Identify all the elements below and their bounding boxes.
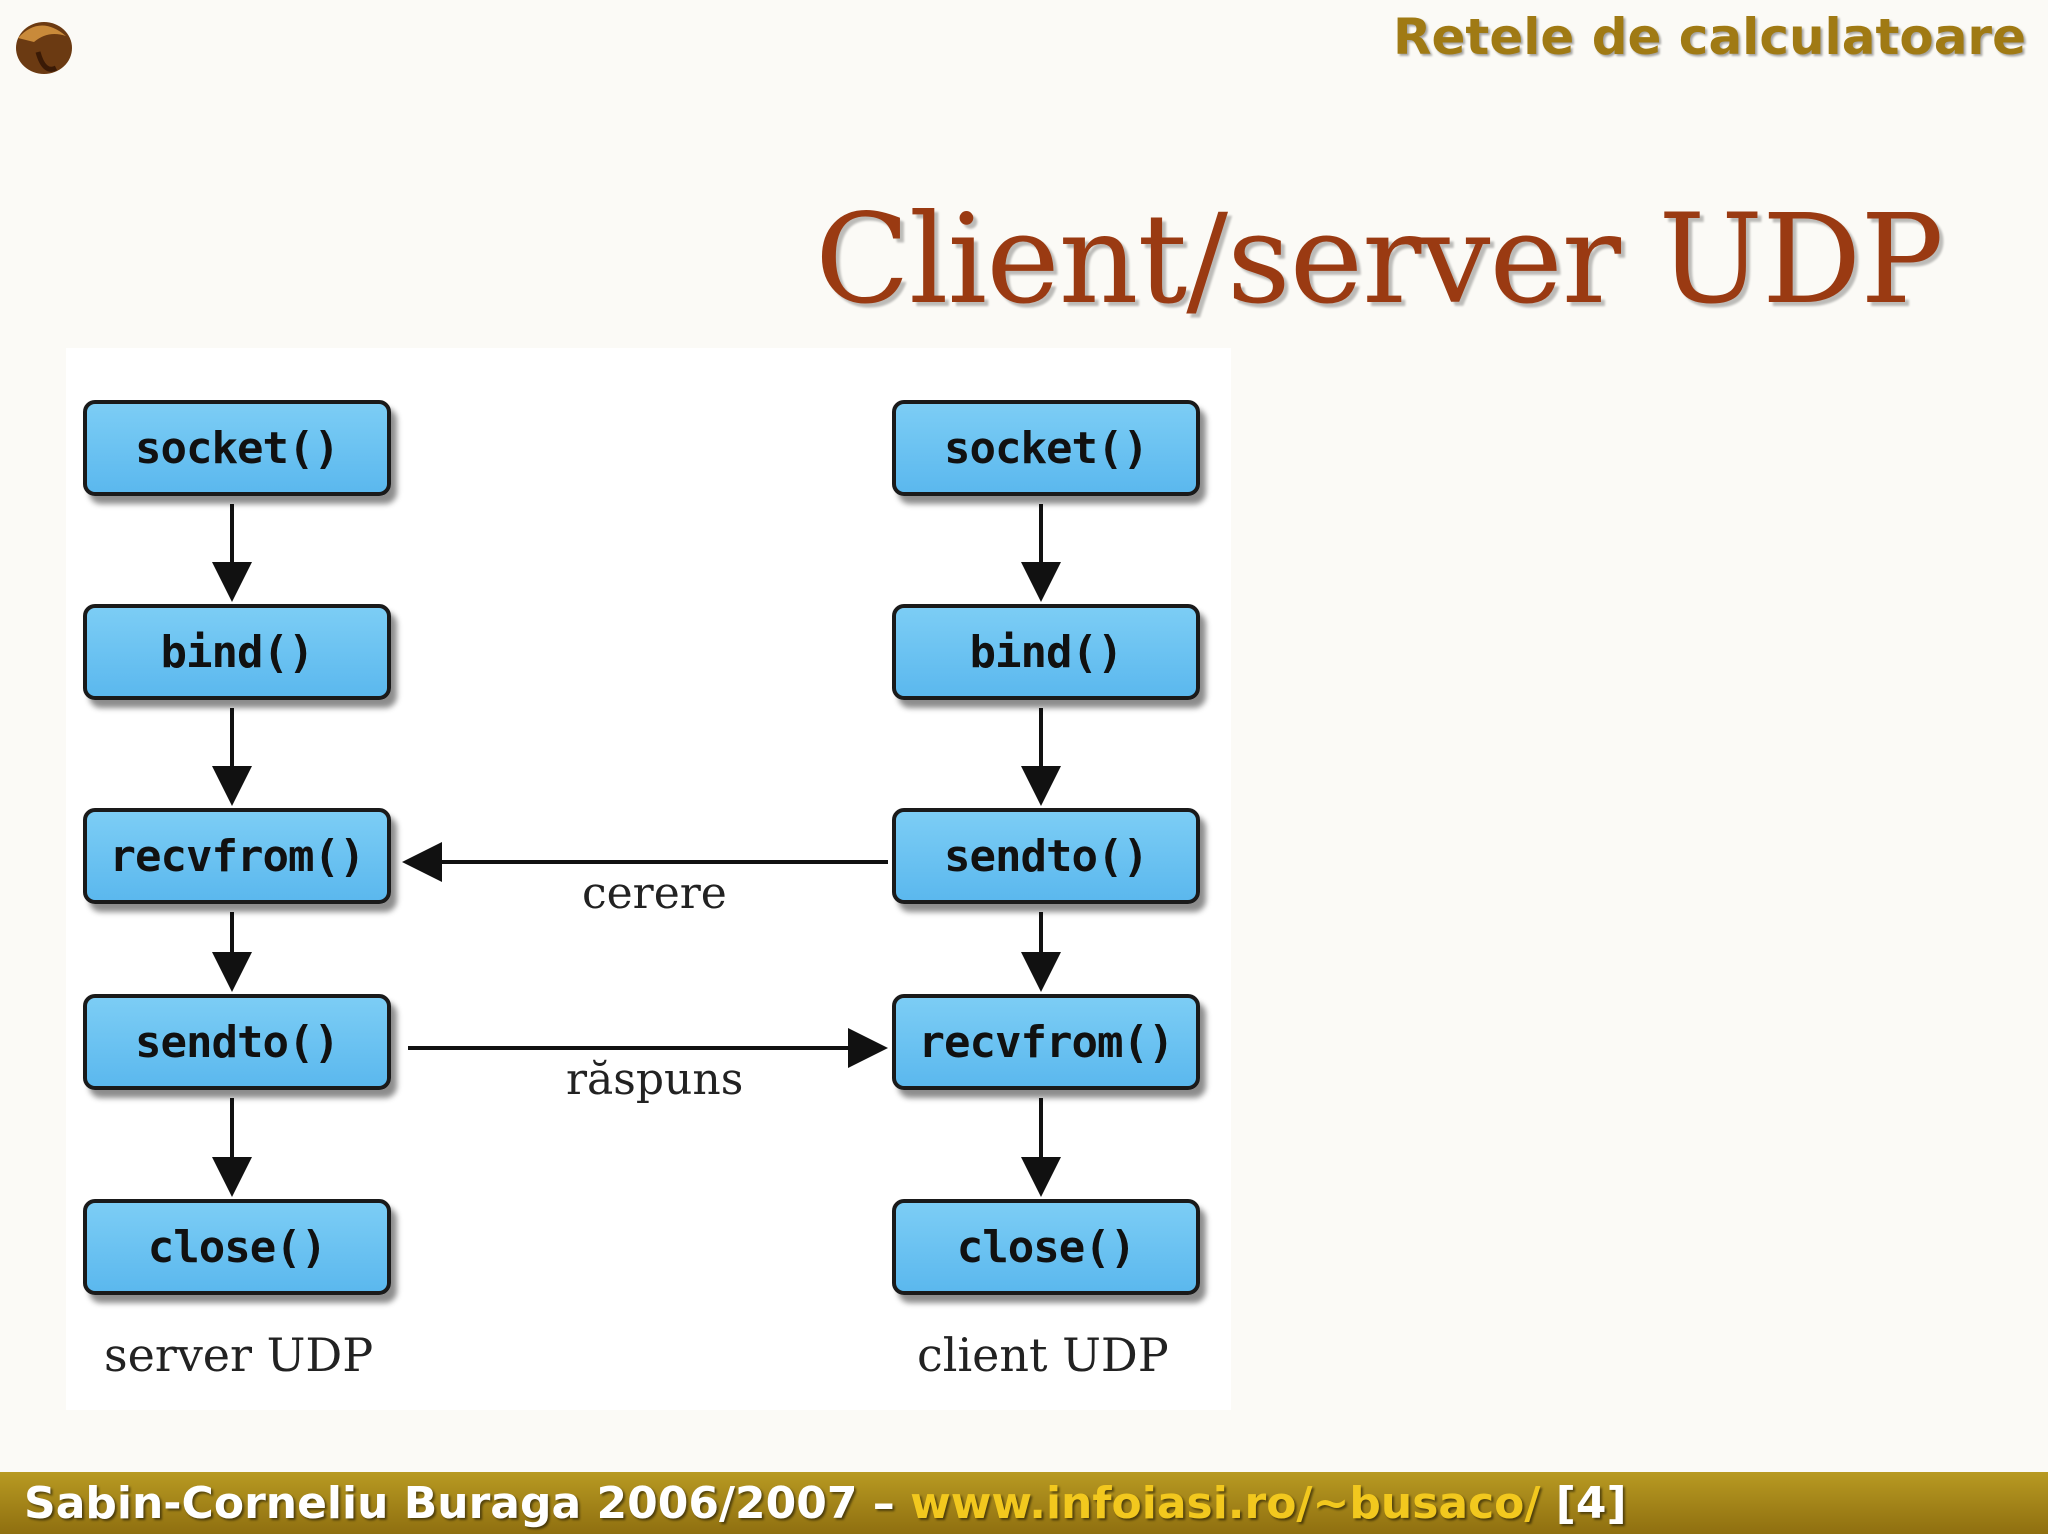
footer-page-number: [4]: [1540, 1478, 1627, 1529]
server-sendto-box: sendto(): [83, 994, 391, 1090]
logo-icon: [16, 22, 72, 74]
footer-text: Sabin-Corneliu Buraga 2006/2007 – www.in…: [24, 1478, 1627, 1529]
footer-url-link[interactable]: www.infoiasi.ro/~busaco/: [910, 1478, 1541, 1529]
client-bind-box: bind(): [892, 604, 1200, 700]
server-bind-box: bind(): [83, 604, 391, 700]
server-close-box: close(): [83, 1199, 391, 1295]
slide-title: Client/server UDP: [815, 188, 1944, 332]
client-sendto-box: sendto(): [892, 808, 1200, 904]
server-column-label: server UDP: [104, 1328, 374, 1382]
udp-flow-diagram: socket() bind() recvfrom() sendto() clos…: [66, 348, 1231, 1410]
response-label: răspuns: [566, 1054, 744, 1105]
client-socket-box: socket(): [892, 400, 1200, 496]
client-recvfrom-box: recvfrom(): [892, 994, 1200, 1090]
footer-bar: Sabin-Corneliu Buraga 2006/2007 – www.in…: [0, 1472, 2048, 1534]
server-socket-box: socket(): [83, 400, 391, 496]
client-column-label: client UDP: [917, 1328, 1169, 1382]
request-label: cerere: [582, 868, 727, 919]
flow-arrows: [212, 504, 1061, 1197]
footer-author: Sabin-Corneliu Buraga 2006/2007 –: [24, 1478, 911, 1529]
client-close-box: close(): [892, 1199, 1200, 1295]
course-title: Retele de calculatoare: [1393, 8, 2026, 66]
server-recvfrom-box: recvfrom(): [83, 808, 391, 904]
